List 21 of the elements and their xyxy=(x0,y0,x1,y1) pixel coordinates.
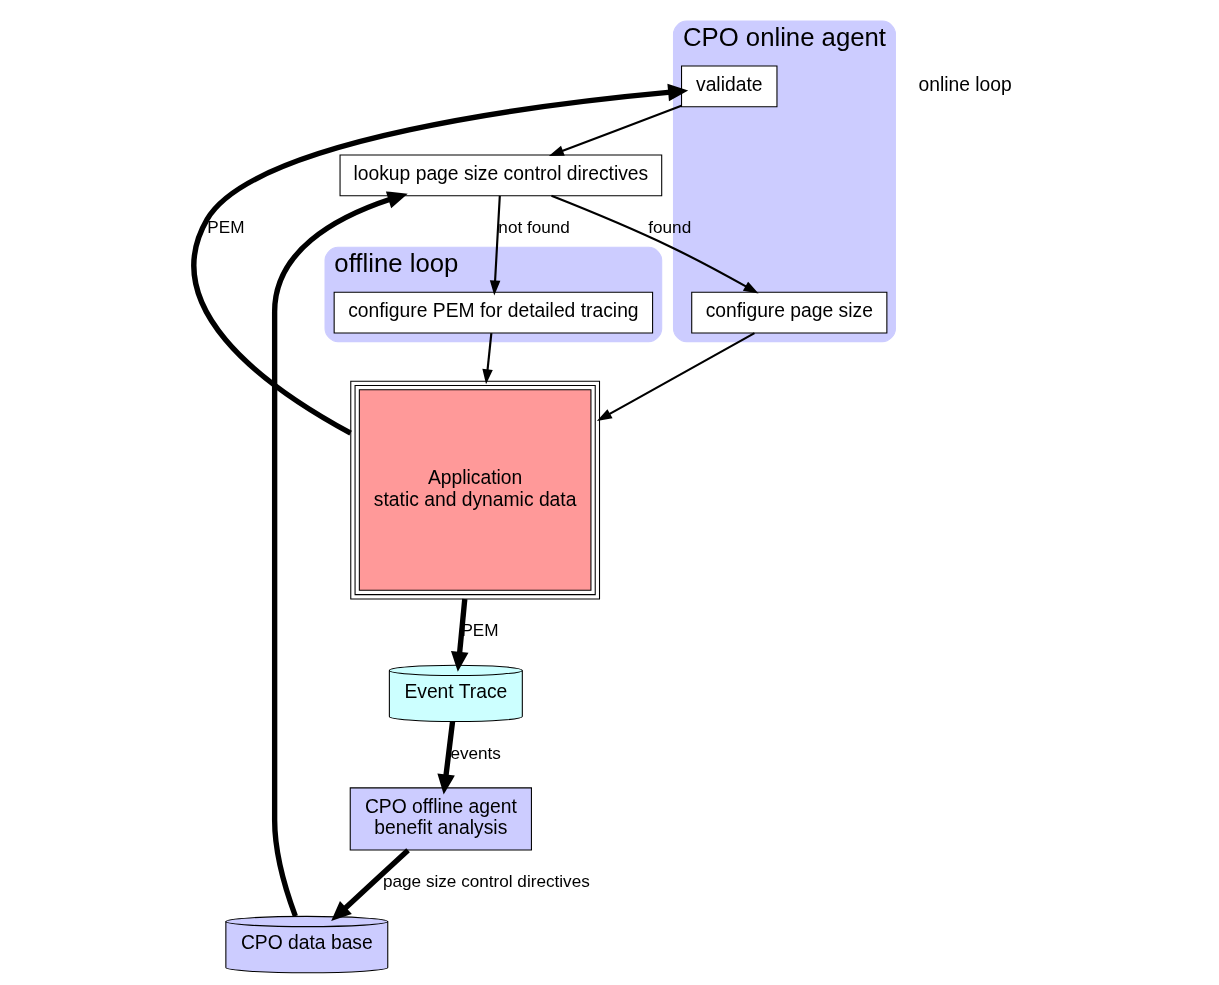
label: online loop xyxy=(918,74,1012,96)
node-box: CPO offline agent benefit analysis xyxy=(349,787,532,851)
edge-label: PEM xyxy=(207,217,245,238)
arrow xyxy=(489,195,501,296)
arrow xyxy=(437,721,456,795)
arrow xyxy=(551,194,759,294)
arrow xyxy=(596,332,755,422)
arrow xyxy=(482,333,493,385)
arrow xyxy=(271,191,408,917)
edge-label: page size control directives xyxy=(383,871,590,892)
node-box: validate xyxy=(681,65,778,108)
arrow xyxy=(548,104,682,157)
arrow xyxy=(451,598,469,672)
node-box: configure page size xyxy=(691,291,888,334)
node-box: lookup page size control directives xyxy=(339,154,663,197)
edge-label: not found xyxy=(498,217,570,238)
node-box: Application static and dynamic data xyxy=(350,380,601,600)
node-box: configure PEM for detailed tracing xyxy=(333,291,654,334)
arrow xyxy=(331,848,410,922)
edge-label: events xyxy=(450,742,501,763)
arrow xyxy=(191,83,689,436)
